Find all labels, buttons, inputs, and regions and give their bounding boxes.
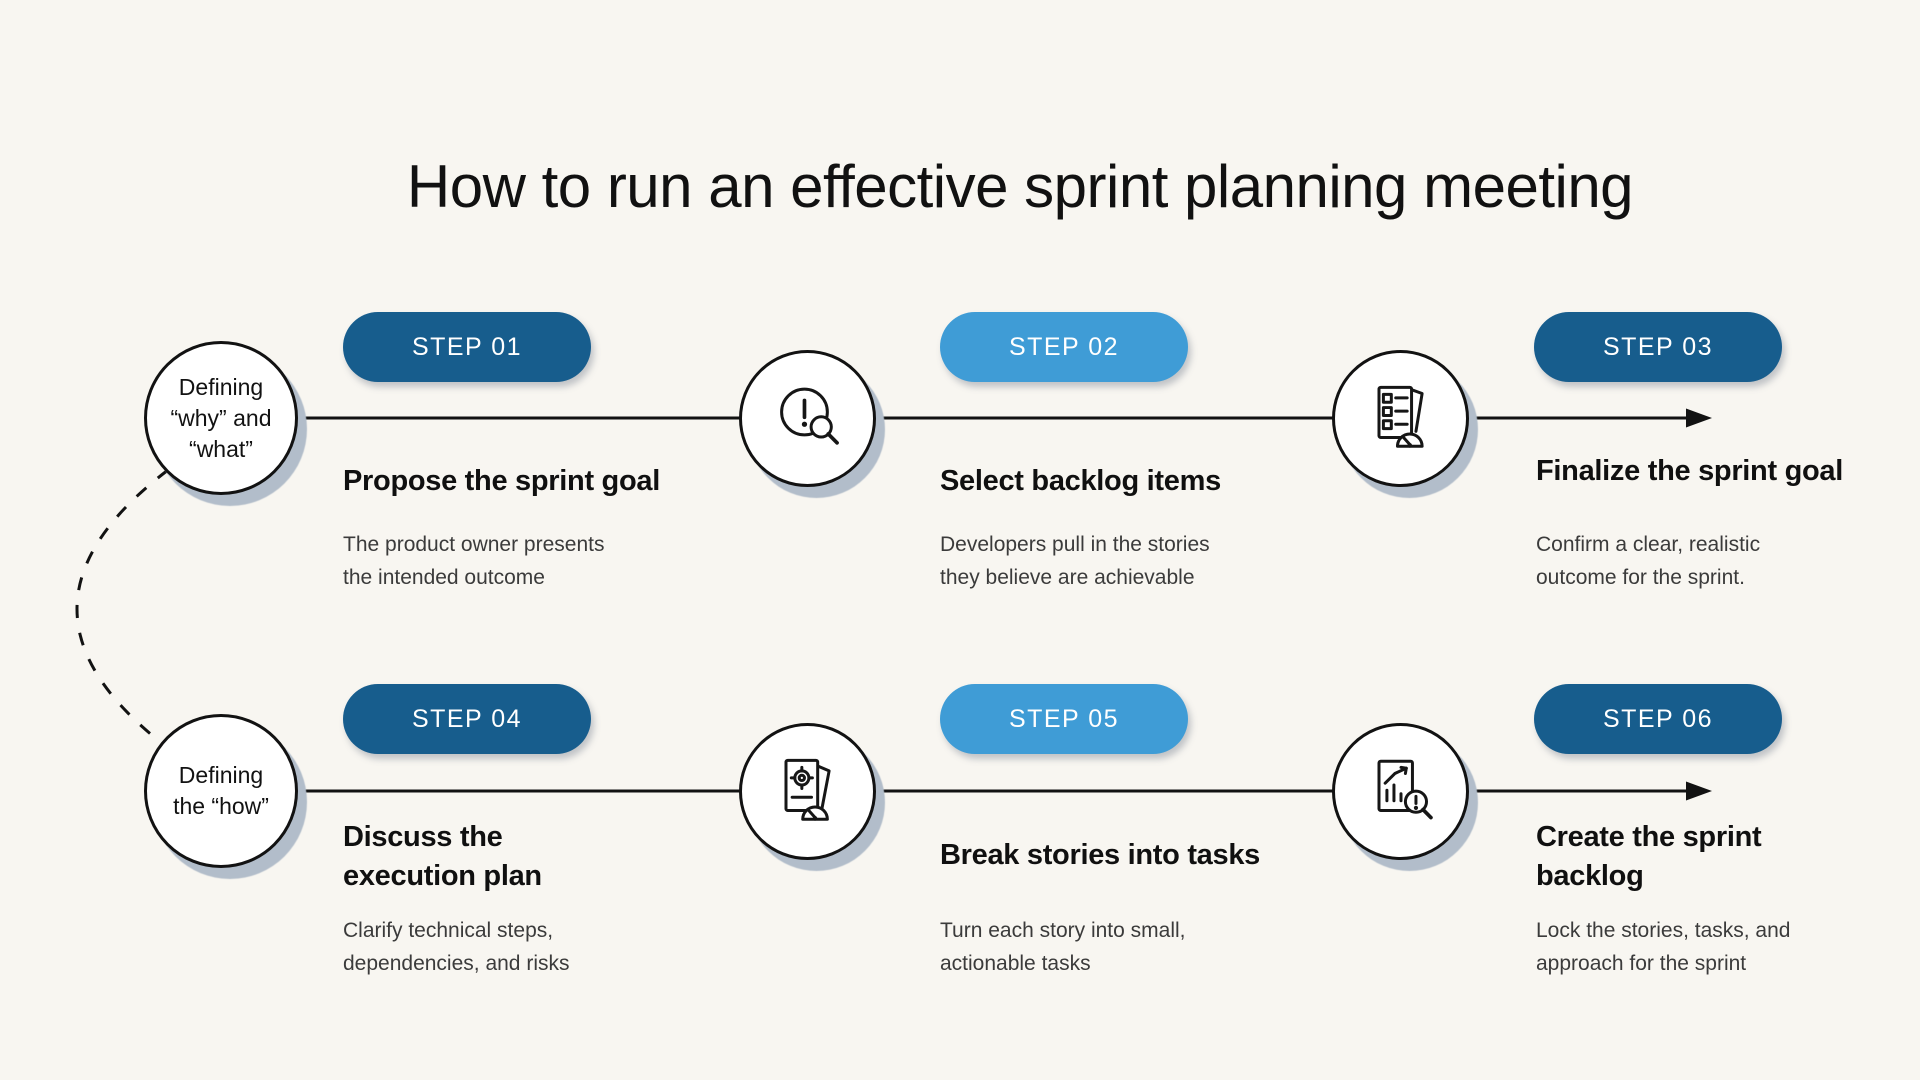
step-01-badge: STEP 01 bbox=[343, 312, 591, 382]
phase-label: Defining the “how” bbox=[173, 762, 269, 819]
milestone-circle-4 bbox=[1332, 723, 1469, 860]
phase-label: Defining “why” and “what” bbox=[170, 373, 272, 462]
step-06-description: Lock the stories, tasks, and approach fo… bbox=[1536, 919, 1791, 975]
step-02-description: Developers pull in the stories they beli… bbox=[940, 533, 1210, 589]
step-04-title: Discuss the execution plan bbox=[343, 821, 542, 892]
step-05-description: Turn each story into small, actionable t… bbox=[940, 919, 1186, 975]
step-01-description: The product owner presents the intended … bbox=[343, 533, 605, 589]
step-03-badge: STEP 03 bbox=[1534, 312, 1782, 382]
step-05-title: Break stories into tasks bbox=[940, 839, 1260, 871]
chart-growth-magnifier-icon bbox=[1377, 759, 1433, 819]
step-02-title: Select backlog items bbox=[940, 465, 1221, 497]
step-04-description: Clarify technical steps, dependencies, a… bbox=[343, 919, 570, 975]
document-gear-gauge-icon bbox=[784, 758, 831, 821]
phase-connector-dashed-arc bbox=[75, 468, 169, 750]
step-03-title: Finalize the sprint goal bbox=[1536, 455, 1843, 487]
milestone-circle-3 bbox=[739, 723, 876, 860]
step-01-title: Propose the sprint goal bbox=[343, 465, 660, 497]
phase-circle-how: Defining the “how” bbox=[144, 714, 298, 868]
step-05-badge: STEP 05 bbox=[940, 684, 1188, 754]
step-03-description: Confirm a clear, realistic outcome for t… bbox=[1536, 533, 1761, 589]
checklist-gauge-icon bbox=[1377, 385, 1424, 448]
step-02-badge: STEP 02 bbox=[940, 312, 1188, 382]
alert-magnifier-icon bbox=[779, 387, 839, 445]
step-06-badge: STEP 06 bbox=[1534, 684, 1782, 754]
milestone-circle-2 bbox=[1332, 350, 1469, 487]
page-title: How to run an effective sprint planning … bbox=[406, 153, 1634, 220]
step-04-badge: STEP 04 bbox=[343, 684, 591, 754]
step-06-title: Create the sprint backlog bbox=[1536, 821, 1762, 892]
phase-circle-why-what: Defining “why” and “what” bbox=[144, 341, 298, 495]
milestone-circle-1 bbox=[739, 350, 876, 487]
row2-arrowhead-icon bbox=[1686, 781, 1712, 801]
row1-arrowhead-icon bbox=[1686, 408, 1712, 428]
